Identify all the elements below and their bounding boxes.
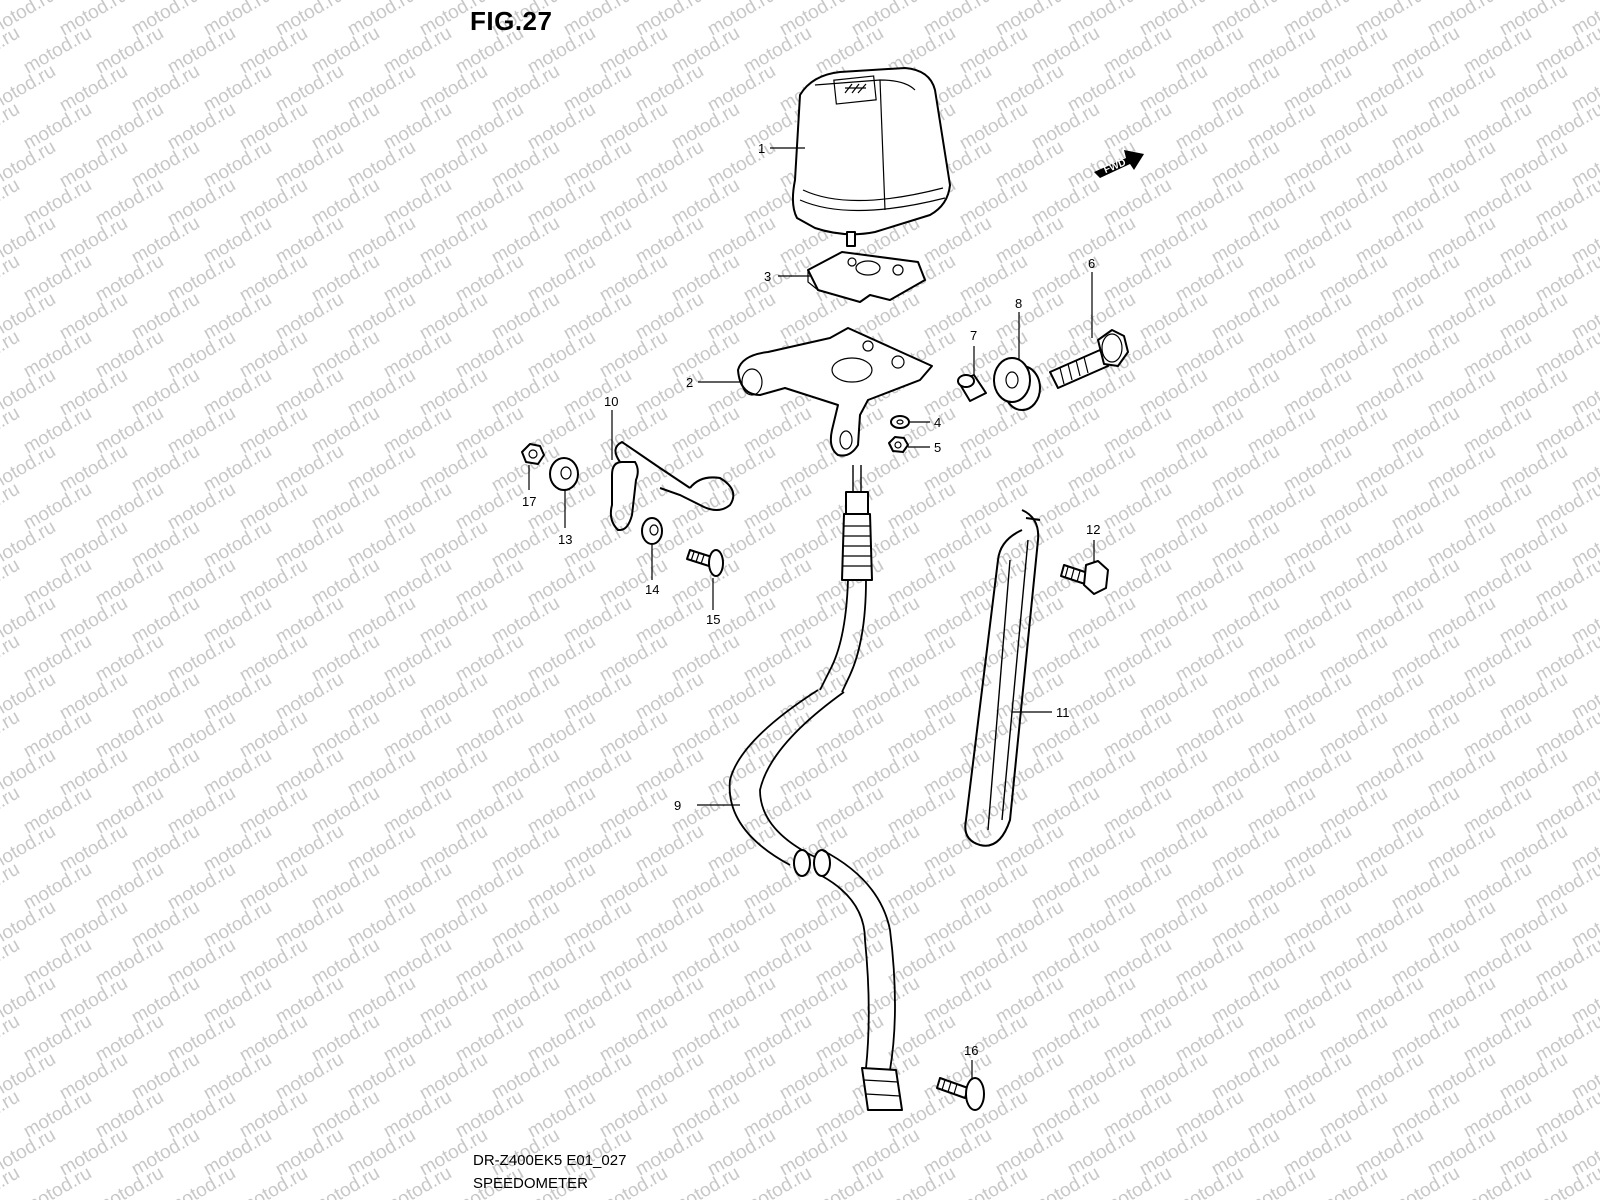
part-bolt-short	[1060, 560, 1109, 595]
callout-14: 14	[645, 582, 659, 597]
watermark-text: motod.ru	[1244, 1163, 1319, 1200]
part-grommet	[993, 357, 1041, 411]
watermark-text: motod.ru	[0, 1163, 23, 1200]
callout-1: 1	[758, 141, 765, 156]
watermark-text: motod.ru	[0, 783, 23, 839]
part-spacer	[957, 374, 987, 402]
callout-labels: 1 2 3 4 5 6 7 8 9 10 11 12 13 14 15 16 1…	[522, 141, 1100, 1058]
callout-11: 11	[1056, 705, 1070, 720]
watermark-text: motod.ru	[1100, 1163, 1175, 1200]
watermark-text: motod.ru	[1460, 1163, 1535, 1200]
callout-7: 7	[970, 328, 977, 343]
watermark-text: motod.ru	[0, 935, 23, 991]
watermark-text: motod.ru	[92, 1163, 167, 1200]
part-nut	[521, 443, 545, 465]
watermark-text: motod.ru	[0, 479, 23, 535]
model-code: DR-Z400EK5 E01_027	[473, 1152, 627, 1169]
watermark-text: motod.ru	[1532, 1163, 1600, 1200]
callout-2: 2	[686, 375, 693, 390]
callout-13: 13	[558, 532, 572, 547]
watermark-text: motod.ru	[668, 1163, 743, 1200]
part-screw	[686, 549, 724, 577]
watermark-text: motod.ru	[0, 251, 23, 307]
watermark-text: motod.ru	[0, 707, 23, 763]
watermark-text: motod.ru	[0, 1087, 23, 1143]
callout-17: 17	[522, 494, 536, 509]
watermark-text: motod.ru	[0, 99, 23, 155]
part-cable-band	[964, 509, 1041, 847]
watermark-text: motod.ru	[236, 1163, 311, 1200]
leader-lines	[528, 147, 1095, 1080]
part-nut-small	[888, 436, 909, 453]
watermark-text: motod.ru	[20, 1163, 95, 1200]
watermark-text: motod.ru	[884, 1163, 959, 1200]
callout-3: 3	[764, 269, 771, 284]
watermark-text: motod.ru	[380, 1163, 455, 1200]
watermark-text: motod.ru	[0, 631, 23, 687]
part-washer-medium	[641, 517, 663, 545]
watermark-text: motod.ru	[956, 1163, 1031, 1200]
part-clip	[807, 251, 926, 303]
callout-4: 4	[934, 415, 941, 430]
watermark-text: motod.ru	[0, 23, 23, 79]
part-screw-lower	[936, 1077, 985, 1111]
figure-title: FIG.27	[470, 6, 553, 36]
callout-8: 8	[1015, 296, 1022, 311]
part-bracket	[737, 327, 933, 457]
watermark-text: motod.ru	[164, 1163, 239, 1200]
callout-6: 6	[1088, 256, 1095, 271]
callout-9: 9	[674, 798, 681, 813]
watermark-text: motod.ru	[1172, 1163, 1247, 1200]
callout-5: 5	[934, 440, 941, 455]
watermark-text: motod.ru	[1028, 1163, 1103, 1200]
watermark-text: motod.ru	[1388, 1163, 1463, 1200]
callout-10: 10	[604, 394, 618, 409]
watermark-text: motod.ru	[0, 175, 23, 231]
watermark-text: motod.ru	[812, 1163, 887, 1200]
section-name: SPEEDOMETER	[473, 1175, 589, 1192]
callout-16: 16	[964, 1043, 978, 1058]
part-speedometer-head	[791, 67, 951, 247]
part-cable-guide	[609, 440, 735, 531]
part-bolt-long	[1049, 329, 1129, 389]
callout-15: 15	[706, 612, 720, 627]
watermark-text: motod.ru	[0, 859, 23, 915]
watermark-text: motod.ru	[0, 403, 23, 459]
watermark-text: motod.ru	[0, 327, 23, 383]
callout-12: 12	[1086, 522, 1100, 537]
watermark-text: motod.ru	[308, 1163, 383, 1200]
watermark-text: motod.ru	[740, 1163, 815, 1200]
watermark-text: motod.ru	[1316, 1163, 1391, 1200]
part-washer-small	[890, 415, 910, 429]
part-washer-large	[549, 457, 579, 491]
watermark-text: motod.ru	[0, 555, 23, 611]
part-speedometer-cable	[728, 465, 903, 1111]
watermark-text: motod.ru	[0, 1011, 23, 1067]
